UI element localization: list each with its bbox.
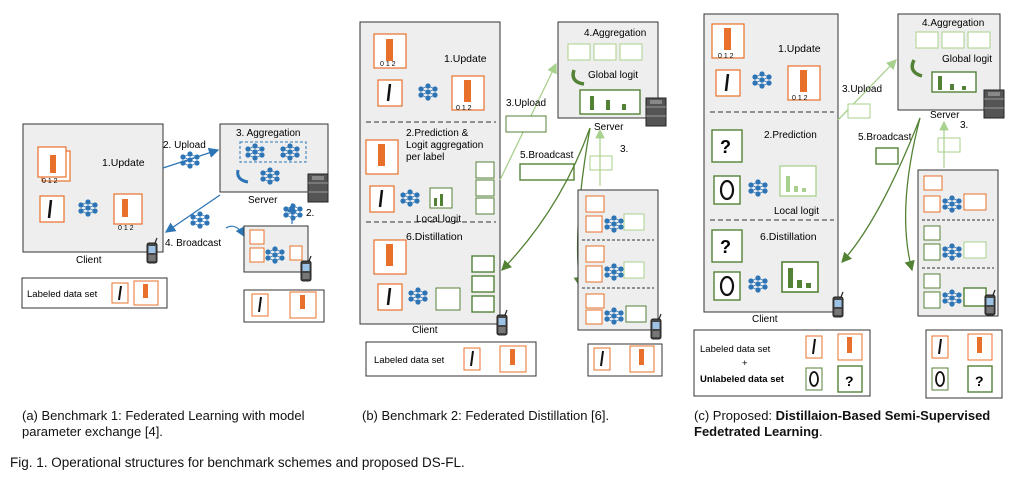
caption-a: (a) Benchmark 1: Federated Learning with… [22,408,305,439]
step3-label: 3. [960,120,968,131]
broadcast-arrow [164,194,221,233]
server-rack-icon [645,97,667,127]
aggregate-arrow-icon [571,69,585,86]
svg-text:per label: per label [406,152,444,163]
client-box [22,123,164,253]
svg-text:0 1 2: 0 1 2 [380,61,396,68]
client-label: Client [412,325,438,336]
svg-text:Logit aggregation: Logit aggregation [406,140,483,151]
unlabeled-label: Unlabeled data set [700,374,785,385]
client-label: Client [76,255,102,266]
panel-b: 1.Update 0 1 2 0 1 2 2.Prediction & Logi… [359,21,667,377]
labeled-label: Labeled data set [700,344,771,355]
output-card: 0 1 2 [113,193,143,232]
labeled-label: Labeled data set [374,355,445,366]
broadcast-arrow [501,127,591,271]
local-logit-label: Local logit [774,206,819,217]
distillation-label: 6.Distillation [406,231,463,243]
prediction-label: 2.Prediction [764,130,817,141]
figure-caption: Fig. 1. Operational structures for bench… [10,455,465,470]
server-label: Server [930,110,960,121]
server-rack-icon [983,89,1005,119]
global-logit-label: Global logit [942,54,992,65]
svg-text:?: ? [720,137,731,157]
server-rack-icon [307,173,329,203]
aggregation-label: 4.Aggregation [584,28,646,39]
step2-label: 2. [306,208,314,219]
broadcast-arrow [841,117,921,263]
distillation-label: 6.Distillation [760,231,817,243]
update-label: 1.Update [778,43,821,55]
digit-card [39,195,65,223]
caption-c: (c) Proposed: Distillaion-Based Semi-Sup… [694,408,991,439]
local-logit-label: Local logit [416,214,461,225]
svg-text:?: ? [845,373,854,389]
update-label: 1.Update [444,53,487,65]
update-label: 1.Update [102,157,145,169]
panel-c: 1.Update 0 1 2 0 1 2 2.Prediction ? Loca… [693,13,1005,399]
broadcast-label: 5.Broadcast [520,150,574,161]
aggregate-arrow-icon [236,169,249,184]
upload-label: 3.Upload [842,84,882,95]
labeled-label: Labeled data set [27,289,98,300]
svg-text:0 1 2: 0 1 2 [718,53,734,60]
svg-text:?: ? [720,237,731,257]
global-logit-label: Global logit [588,70,638,81]
upload-label: 3.Upload [506,98,546,109]
svg-text:0 1 2: 0 1 2 [42,178,58,185]
aggregation-label: 4.Aggregation [922,18,984,29]
caption-b: (b) Benchmark 2: Federated Distillation … [362,408,610,423]
svg-text:?: ? [975,373,984,389]
client-label: Client [752,314,778,325]
panel-a: 1.Update 0 1 2 0 1 2 Client 3. Aggregati… [21,123,329,323]
aggregate-arrow-icon [910,59,923,78]
step3-label: 3. [620,144,628,155]
broadcast-label: 4. Broadcast [165,238,221,249]
svg-text:+: + [742,358,748,369]
svg-text:0 1 2: 0 1 2 [118,225,134,232]
upload-label: 2. Upload [163,140,206,151]
server-label: Server [248,195,278,206]
broadcast-label: 5.Broadcast [858,132,912,143]
server-label: Server [594,122,624,133]
svg-text:0 1 2: 0 1 2 [456,105,472,112]
local-data-card: 0 1 2 [37,146,71,185]
prediction-label: 2.Prediction & [406,128,469,139]
svg-text:0 1 2: 0 1 2 [792,95,808,102]
aggregation-label: 3. Aggregation [236,128,301,139]
